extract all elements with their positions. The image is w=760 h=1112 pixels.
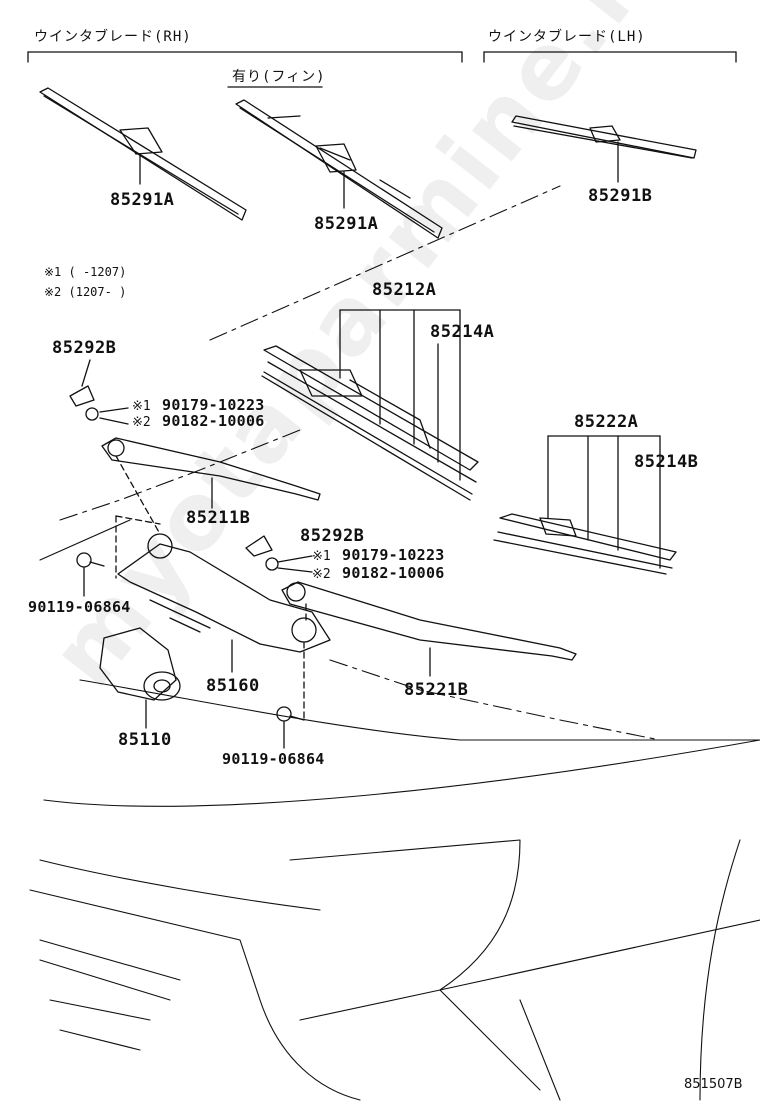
part-label-85160[interactable]: 85160 [206,676,260,696]
part-label-85212A[interactable]: 85212A [372,280,437,300]
mark-1-top: ※1 [132,399,151,414]
part-label-85214B[interactable]: 85214B [634,452,699,472]
part-label-85221B[interactable]: 85221B [404,680,469,700]
nut-1 [85,407,99,421]
part-label-90179-10223-2[interactable]: 90179-10223 [342,546,445,564]
leader-85222A [547,435,661,569]
header-winter-blade-lh: ウインタブレード(LH) [488,29,646,45]
bolt-2 [276,706,305,749]
part-label-90179-10223-1[interactable]: 90179-10223 [162,396,265,414]
lh-bracket [483,51,737,63]
vehicle-body [29,185,760,1101]
part-label-90119-06864-1[interactable]: 90119-06864 [28,598,131,616]
winter-blade-rh-2 [235,99,443,239]
header-with-fin: 有り(フィン) [232,69,326,85]
date-note-1: ※1 ( -1207) [44,265,127,279]
part-label-85222A[interactable]: 85222A [574,412,639,432]
bolt-1 [76,552,105,597]
wiper-blade-85212A [261,345,479,501]
wiper-blade-85222A [493,513,677,575]
part-label-85292B-2[interactable]: 85292B [300,526,365,546]
nut-2 [265,557,279,571]
part-label-85291B[interactable]: 85291B [588,186,653,206]
mark-1-middle: ※1 [312,549,331,564]
part-label-85291A-2[interactable]: 85291A [314,214,379,234]
part-label-90182-10006-2[interactable]: 90182-10006 [342,564,445,582]
winter-blade-lh [511,115,697,183]
part-label-90119-06864-2[interactable]: 90119-06864 [222,750,325,768]
winter-blade-rh-1 [39,87,247,221]
pivot-cap-2 [245,535,273,557]
wiper-motor-85110 [99,627,181,729]
part-label-85291A-1[interactable]: 85291A [110,190,175,210]
part-label-85292B-1[interactable]: 85292B [52,338,117,358]
date-note-2: ※2 (1207- ) [44,285,127,299]
pivot-cap-1 [69,385,95,407]
mark-2-middle: ※2 [312,567,331,582]
part-label-90182-10006-1[interactable]: 90182-10006 [162,412,265,430]
part-label-85110[interactable]: 85110 [118,730,172,750]
part-label-85211B[interactable]: 85211B [186,508,251,528]
part-label-85214A[interactable]: 85214A [430,322,495,342]
diagram-code: 851507B [684,1077,743,1092]
rh-bracket [27,51,463,63]
header-winter-blade-rh: ウインタブレード(RH) [34,29,192,45]
leader-85212A [339,309,461,481]
wiper-arm-85221B [281,581,577,677]
mark-2-top: ※2 [132,415,151,430]
